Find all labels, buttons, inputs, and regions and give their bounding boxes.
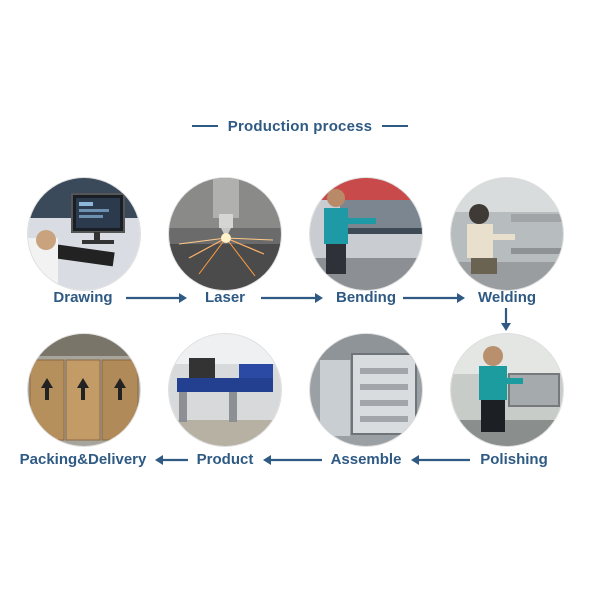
assemble-photo (310, 334, 422, 446)
step-label-drawing: Drawing (53, 289, 113, 306)
step-label-assemble: Assemble (330, 451, 402, 468)
title-left-line (191, 125, 218, 127)
product-photo (169, 334, 281, 446)
step-label-bending: Bending (336, 289, 396, 306)
step-label-packing-delivery: Packing&Delivery (19, 451, 147, 468)
page-title: Production process (227, 117, 373, 135)
step-label-polishing: Polishing (480, 451, 548, 468)
arrowhead-5 (411, 455, 419, 465)
step-label-product: Product (196, 451, 254, 468)
arrowhead-2 (315, 293, 323, 303)
step-label-welding: Welding (477, 289, 537, 306)
arrowhead-6 (263, 455, 271, 465)
title-right-line (382, 125, 409, 127)
polishing-photo (451, 334, 563, 446)
step-label-laser: Laser (204, 289, 246, 306)
arrowhead-4 (501, 323, 511, 331)
arrowhead-1 (179, 293, 187, 303)
arrowhead-7 (155, 455, 163, 465)
title-block: Production process (0, 114, 600, 138)
arrowhead-3 (457, 293, 465, 303)
